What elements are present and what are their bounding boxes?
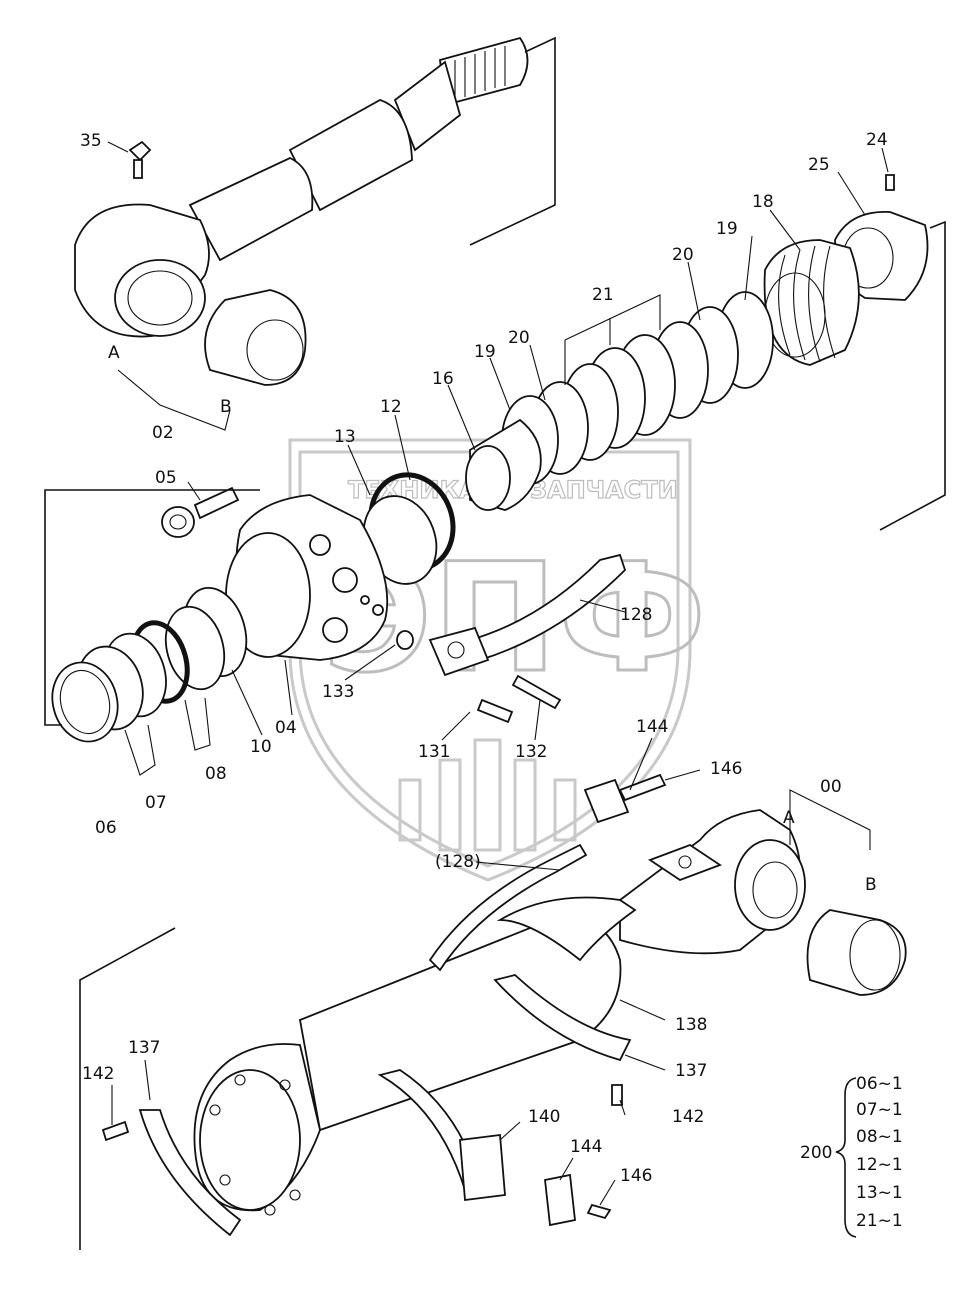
label-25: 25 — [808, 155, 830, 175]
label-06: 06 — [95, 818, 117, 838]
watermark-text-left: ТЕХНИКА — [348, 476, 478, 504]
leader-lines — [107, 141, 889, 1206]
kit-item-5: 13~1 — [856, 1183, 903, 1203]
label-35: 35 — [80, 131, 102, 151]
label-a-bottom: A — [783, 808, 795, 828]
bolt-142a-part — [101, 1120, 130, 1142]
cylinder-head-04-part — [225, 494, 389, 661]
seal-kit-legend: 200 06~1 07~1 08~1 12~1 13~1 21~1 — [800, 1074, 903, 1238]
label-05: 05 — [155, 468, 177, 488]
label-07: 07 — [145, 793, 167, 813]
label-146b: 146 — [620, 1166, 652, 1186]
label-12: 12 — [380, 397, 402, 417]
pipe-clamp-part — [428, 626, 490, 677]
label-137b: 137 — [128, 1038, 160, 1058]
seal-rings-group — [501, 291, 774, 485]
bolt-146b-part — [586, 1203, 612, 1220]
cylinder-tube-part — [193, 809, 806, 1216]
label-18: 18 — [752, 192, 774, 212]
head-seals-group — [51, 586, 248, 743]
kit-code: 200 — [800, 1143, 832, 1163]
label-b-bottom: B — [865, 875, 877, 895]
grease-fitting-part — [128, 140, 152, 179]
label-21: 21 — [592, 285, 614, 305]
piston-part — [763, 239, 860, 366]
label-128: 128 — [620, 605, 652, 625]
label-142b: 142 — [672, 1107, 704, 1127]
part-labels: 35 24 25 18 19 20 21 20 19 16 A B 02 12 … — [80, 130, 888, 1186]
kit-item-6: 21~1 — [856, 1211, 903, 1231]
watermark-text-right: ЗАПЧАСТИ — [530, 476, 678, 504]
label-16: 16 — [432, 369, 454, 389]
label-138: 138 — [675, 1015, 707, 1035]
label-02: 02 — [152, 423, 174, 443]
kit-item-3: 08~1 — [856, 1127, 903, 1147]
label-146a: 146 — [710, 759, 742, 779]
label-08: 08 — [205, 764, 227, 784]
kit-item-4: 12~1 — [856, 1155, 903, 1175]
label-00: 00 — [820, 777, 842, 797]
label-131: 131 — [418, 742, 450, 762]
piston-rod-part — [74, 36, 529, 386]
label-19a: 19 — [716, 219, 738, 239]
label-133: 133 — [322, 682, 354, 702]
o-ring-133-part — [396, 630, 414, 650]
label-10: 10 — [250, 737, 272, 757]
socket-bolt-05-part — [161, 486, 240, 538]
clip-144b-part — [544, 1173, 576, 1227]
tube-pipe-part — [428, 843, 588, 972]
label-137a: 137 — [675, 1061, 707, 1081]
label-20a: 20 — [672, 245, 694, 265]
label-128-ref: (128) — [435, 852, 481, 872]
bolt-146a-part — [618, 773, 667, 802]
label-13: 13 — [334, 427, 356, 447]
label-132: 132 — [515, 742, 547, 762]
clip-144-part — [583, 778, 630, 824]
label-20b: 20 — [508, 328, 530, 348]
cushion-bearing-part — [465, 418, 542, 511]
label-b-top: B — [220, 397, 232, 417]
label-19b: 19 — [474, 342, 496, 362]
label-a-top: A — [108, 343, 120, 363]
label-04: 04 — [275, 718, 297, 738]
pipe-bands-group — [138, 896, 637, 1237]
label-140: 140 — [528, 1107, 560, 1127]
label-144a: 144 — [636, 717, 668, 737]
bolt-132-part — [511, 674, 562, 710]
pin-bushing-part — [806, 909, 907, 996]
pipe-128-part — [468, 553, 627, 662]
kit-item-2: 07~1 — [856, 1100, 903, 1120]
label-144b: 144 — [570, 1137, 602, 1157]
label-142a: 142 — [82, 1064, 114, 1084]
bolt-131-part — [476, 698, 514, 724]
kit-item-1: 06~1 — [856, 1074, 903, 1094]
label-24: 24 — [866, 130, 888, 150]
